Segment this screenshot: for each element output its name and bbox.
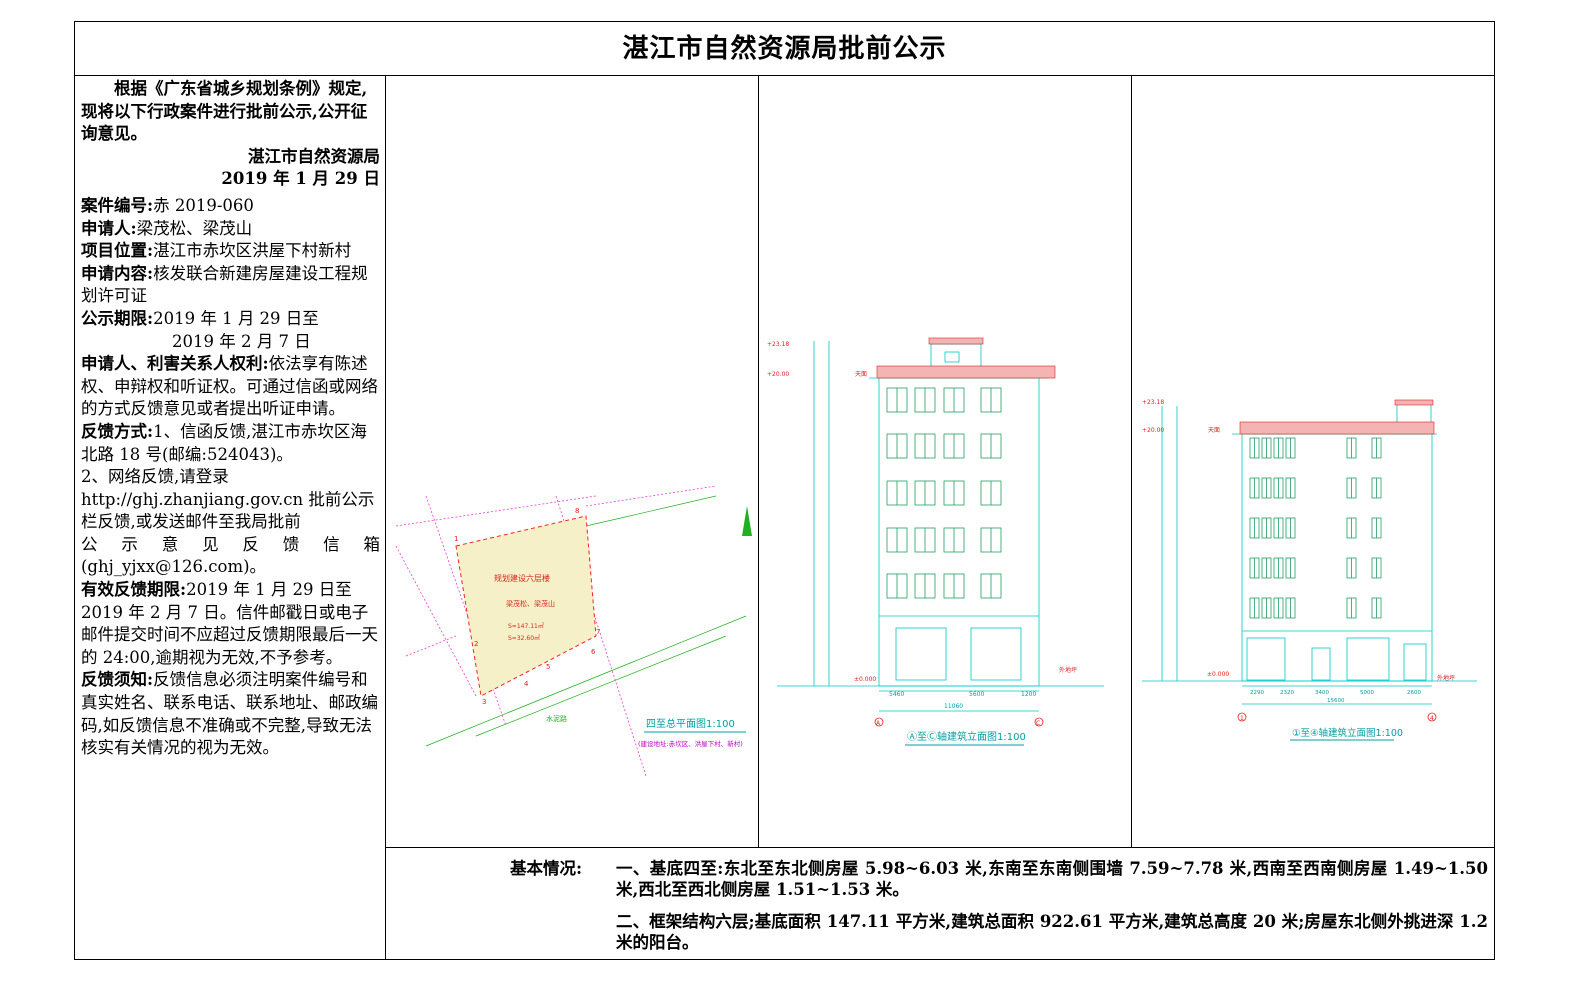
point-3: 3	[482, 698, 486, 706]
level-ground-b: ±0.000	[1207, 671, 1229, 678]
road-lines	[425, 495, 747, 747]
dim-3: 1200	[1021, 691, 1036, 698]
elevation-b-drawing: +23.18 +20.00 天面 ±0.000 外地坪 2290 2320 34…	[1142, 399, 1477, 741]
dim-2: 5600	[969, 691, 984, 698]
dim-b-total: 15600	[1327, 698, 1345, 704]
feedback-email[interactable]: (ghj_yjxx@126.com)。	[81, 557, 267, 577]
notice-sheet: 湛江市自然资源局批前公示 根据《广东省城乡规划条例》规定,现将以下行政案件进行批…	[74, 21, 1495, 960]
stakeholder-rights: 申请人、利害关系人权利:依法享有陈述权、申辩权和听证权。可通过信函或网络的方式反…	[81, 354, 378, 419]
point-8: 8	[575, 507, 579, 515]
axis-4: 4	[1430, 715, 1434, 722]
dim-b-3: 3400	[1315, 690, 1329, 696]
roof-label-b: 天面	[1208, 427, 1220, 434]
basic-info-items: 一、基底四至:东北至东北侧房屋 5.98~6.03 米,东南至东南侧围墙 7.5…	[616, 858, 1488, 964]
notice-intro: 根据《广东省城乡规划条例》规定,现将以下行政案件进行批前公示,公开征询意见。	[81, 79, 368, 144]
roof-label: 天面	[855, 371, 867, 378]
level-ground: ±0.000	[854, 676, 876, 683]
elevation-a-caption: Ⓐ至Ⓒ轴建筑立面图1:100	[907, 730, 1026, 743]
elevation-b-panel: +23.18 +20.00 天面 ±0.000 外地坪 2290 2320 34…	[1132, 76, 1495, 847]
axis-a: A	[876, 720, 881, 727]
roof-tiles	[876, 365, 1056, 379]
site-plan-subcaption: (建设地址:赤坎区、洪屋下村、新村)	[638, 739, 743, 748]
feedback-notes: 反馈须知:反馈信息必须注明案件编号和真实姓名、联系电话、联系地址、邮政编码,如反…	[81, 670, 378, 758]
basic-info-label: 基本情况:	[510, 859, 583, 878]
window-grid-b	[1249, 437, 1382, 619]
boundary-lines	[395, 485, 717, 777]
dim-b-1: 2290	[1250, 690, 1264, 696]
ground-label: 外地坪	[1059, 666, 1077, 674]
level-top: +23.18	[767, 341, 789, 348]
page-title: 湛江市自然资源局批前公示	[75, 22, 1494, 76]
site-plan-panel: 1 2 3 4 5 6 7 8 规划建设六层楼 梁茂松、梁茂山 S=147.11…	[386, 76, 759, 847]
area-label-2: S=32.60㎡	[508, 634, 540, 642]
axis-c: C	[1036, 720, 1040, 727]
notice-period-end: 2019 年 2 月 7 日	[172, 331, 311, 351]
level-top-b: +23.18	[1142, 399, 1164, 406]
notice-text-column: 根据《广东省城乡规划条例》规定,现将以下行政案件进行批前公示,公开征询意见。 湛…	[75, 76, 386, 959]
building-outline-b	[1241, 433, 1433, 682]
valid-feedback-period: 有效反馈期限:2019 年 1 月 29 日至 2019 年 2 月 7 日。信…	[81, 580, 378, 667]
elevation-a-panel: +23.18 +20.00 天面 ±0.000 外地坪 5460 5600 12…	[759, 76, 1132, 847]
feedback-mailbox: 公示意见反馈信箱	[81, 534, 380, 554]
feedback-url[interactable]: http://ghj.zhanjiang.gov.cn 批前公示栏反馈,或发送邮…	[81, 489, 375, 532]
site-plan-caption: 四至总平面图1:100	[646, 717, 735, 730]
dim-b-4: 5000	[1360, 690, 1374, 696]
basic-info-item-1: 一、基底四至:东北至东北侧房屋 5.98~6.03 米,东南至东南侧围墙 7.5…	[616, 859, 1488, 899]
building-outline	[878, 377, 1040, 687]
feedback-online: 2、网络反馈,请登录	[81, 467, 229, 487]
dim-b-5: 2600	[1407, 690, 1421, 696]
case-number: 案件编号:赤 2019-060	[81, 195, 254, 215]
dim-b-2: 2320	[1280, 690, 1294, 696]
building-label: 规划建设六层楼	[494, 573, 550, 583]
area-label-1: S=147.11㎡	[508, 622, 544, 630]
notice-issuer: 湛江市自然资源局	[248, 146, 380, 166]
basic-info-section: 基本情况: 一、基底四至:东北至东北侧房屋 5.98~6.03 米,东南至东南侧…	[386, 847, 1494, 959]
road-label: 水泥路	[546, 714, 567, 723]
point-6: 6	[591, 648, 596, 656]
level-roof: +20.00	[767, 371, 789, 378]
applicant: 申请人:梁茂松、梁茂山	[81, 218, 253, 238]
basic-info-item-2: 二、框架结构六层;基底面积 147.11 平方米,建筑总面积 922.61 平方…	[616, 912, 1488, 952]
point-5: 5	[546, 663, 550, 671]
site-points: 1 2 3 4 5 6 7 8	[454, 507, 600, 706]
north-arrow-icon	[742, 506, 752, 536]
point-7: 7	[596, 628, 600, 636]
notice-period: 公示期限:2019 年 1 月 29 日至	[81, 308, 319, 328]
ground-label-b: 外地坪	[1437, 674, 1455, 682]
elevation-a-drawing: +23.18 +20.00 天面 ±0.000 外地坪 5460 5600 12…	[767, 337, 1104, 746]
point-1: 1	[454, 535, 458, 543]
notice-date: 2019 年 1 月 29 日	[221, 169, 380, 189]
axis-1: 1	[1240, 715, 1244, 722]
elevation-b-caption: ①至④轴建筑立面图1:100	[1292, 727, 1403, 739]
project-location: 项目位置:湛江市赤坎区洪屋下村新村	[81, 241, 352, 261]
window-grid	[886, 387, 1002, 599]
site-plan-drawing: 1 2 3 4 5 6 7 8 规划建设六层楼 梁茂松、梁茂山 S=147.11…	[395, 485, 752, 777]
building-footprint	[455, 515, 597, 697]
point-2: 2	[474, 640, 478, 648]
dim-1: 5460	[889, 691, 904, 698]
feedback-method: 反馈方式:1、信函反馈,湛江市赤坎区海北路 18 号(邮编:524043)。	[81, 421, 367, 464]
application-content: 申请内容:核发联合新建房屋建设工程规划许可证	[81, 263, 368, 306]
point-4: 4	[524, 680, 529, 688]
dim-total: 11060	[944, 703, 963, 710]
owner-label: 梁茂松、梁茂山	[506, 599, 555, 608]
level-roof-b: +20.00	[1142, 427, 1164, 434]
